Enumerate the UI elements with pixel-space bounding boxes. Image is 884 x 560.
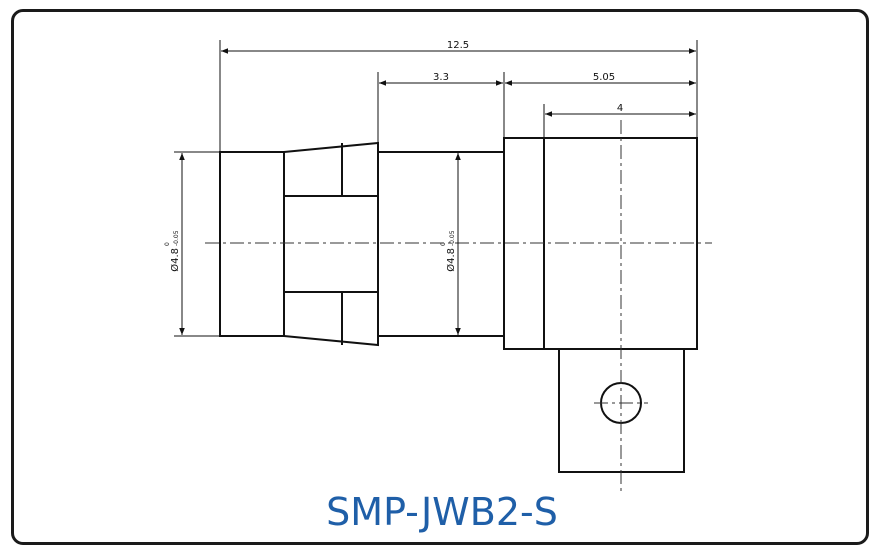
tol-lower-left: -0.05 [173,230,180,246]
dim-diameter-mid-group: Ø4.8 0 -0.05 [440,230,457,271]
dimension-lines [179,48,696,335]
left-ring [219,151,285,337]
dim-right-section: 5.05 [593,72,615,83]
dim-mid-section: 3.3 [433,72,449,83]
dim-diameter-left-group: Ø4.8 0 -0.05 [164,230,181,271]
dim-body-width: 4 [617,103,623,114]
tol-lower-mid: -0.05 [449,230,456,246]
part-title: SMP-JWB2-S [326,490,558,534]
extension-lines [174,40,698,337]
tol-upper-left: 0 [164,242,171,246]
dim-diameter-left: Ø4.8 [169,248,181,272]
dim-overall-length: 12.5 [447,40,469,51]
tapered-coupling [283,141,379,347]
drawing-frame [11,9,869,545]
dim-diameter-mid: Ø4.8 [445,248,457,272]
tol-upper-mid: 0 [440,242,447,246]
